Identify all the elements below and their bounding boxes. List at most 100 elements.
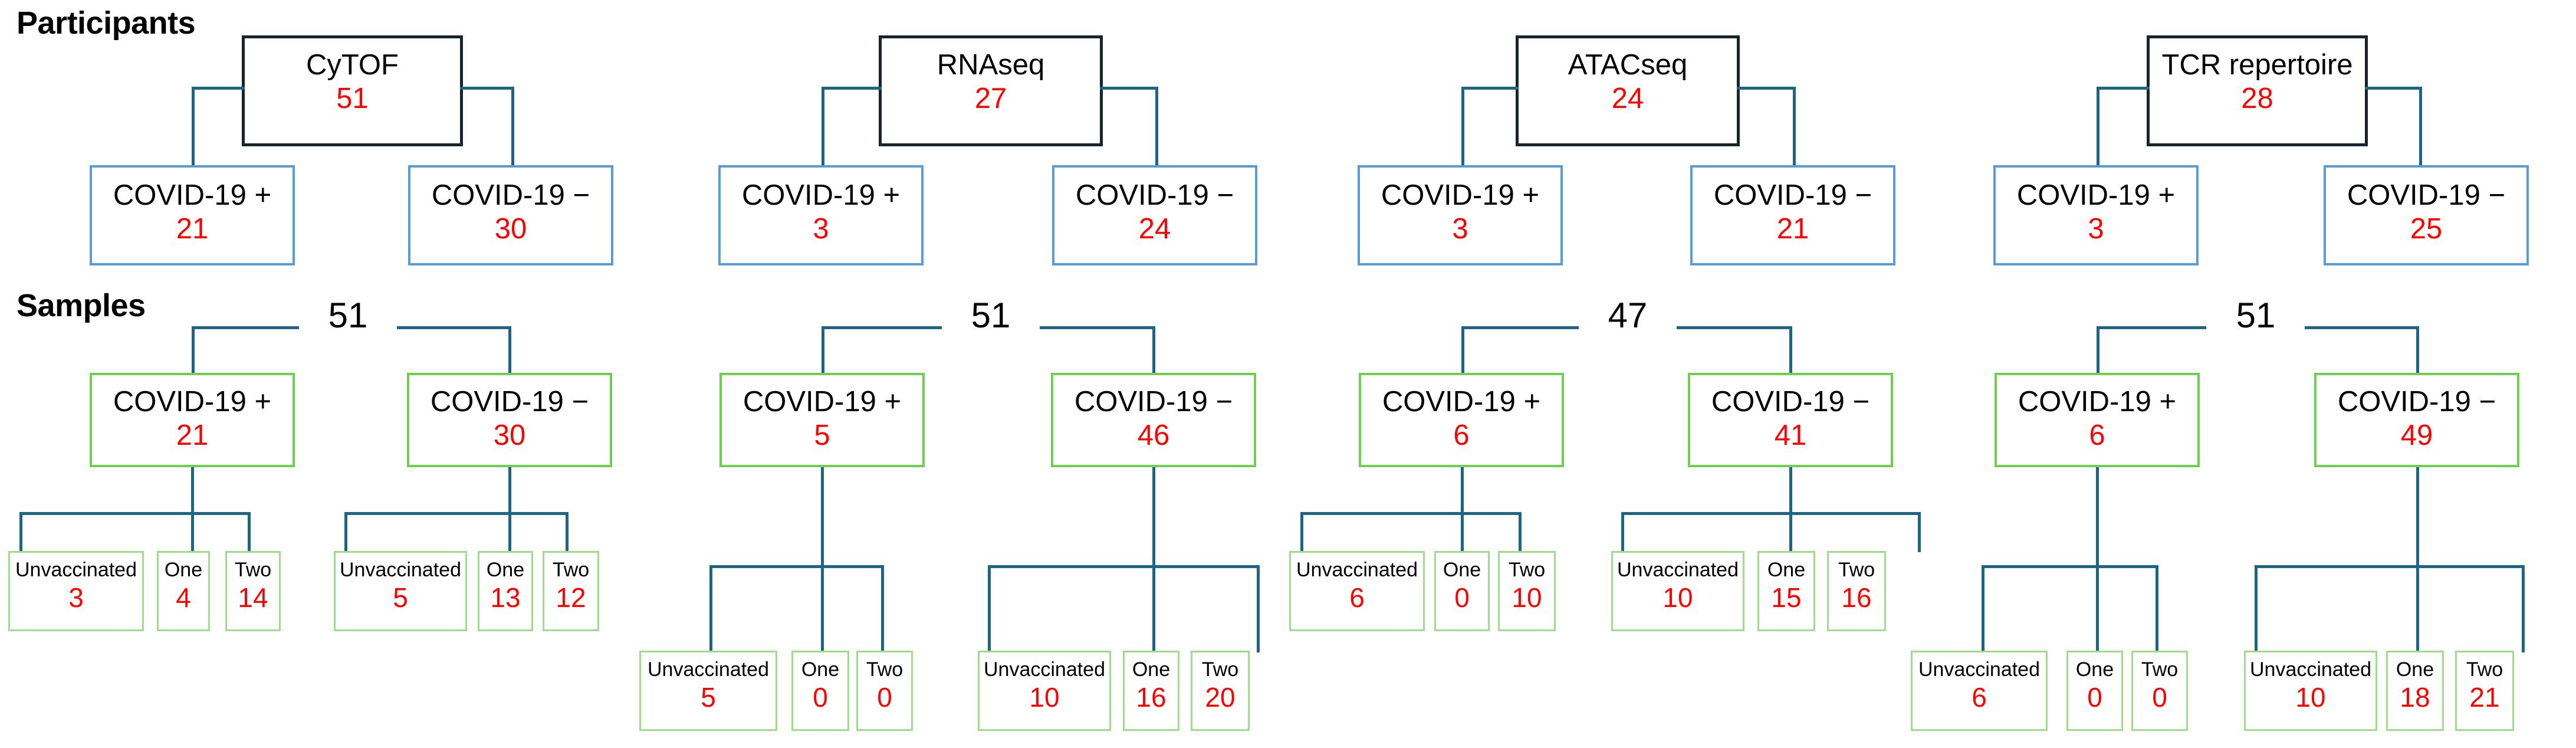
participant-box-covid-positive[interactable]: COVID-19 + 3 (1358, 165, 1563, 265)
connector-v (192, 326, 195, 375)
assay-name: RNAseq (937, 49, 1045, 81)
assay-box-cytof[interactable]: CyTOF 51 (242, 35, 463, 146)
vaccination-box-unvaccinated[interactable]: Unvaccinated 5 (334, 551, 467, 631)
vaccination-box-unvaccinated[interactable]: Unvaccinated 10 (2244, 651, 2377, 731)
vaccination-count: 5 (393, 582, 408, 613)
assay-box-rnaseq[interactable]: RNAseq 27 (879, 35, 1103, 146)
vaccination-box-one[interactable]: One 4 (157, 551, 210, 631)
vaccination-box-one[interactable]: One 0 (2066, 651, 2123, 731)
connector-v (1155, 87, 1158, 165)
vaccination-box-unvaccinated[interactable]: Unvaccinated 6 (1289, 551, 1425, 631)
vaccination-count: 0 (1454, 582, 1470, 613)
connector-v (1257, 565, 1260, 652)
connector-v (2097, 326, 2099, 375)
status-label: COVID-19 + (2016, 179, 2176, 211)
assay-count: 24 (1611, 83, 1644, 115)
vaccination-box-unvaccinated[interactable]: Unvaccinated 10 (1611, 551, 1744, 631)
sample-box-covid-negative[interactable]: COVID-19 − 30 (407, 373, 612, 467)
vaccination-label: One (1767, 559, 1806, 581)
connector-v (191, 467, 194, 514)
vaccination-label: Two (234, 559, 272, 581)
connector-v (822, 326, 824, 375)
connector-h (2305, 326, 2419, 329)
vaccination-box-two[interactable]: Two 10 (1498, 551, 1556, 631)
sample-box-covid-positive[interactable]: COVID-19 + 21 (90, 373, 295, 467)
connector-v (508, 467, 511, 514)
vaccination-box-one[interactable]: One 15 (1757, 551, 1815, 631)
vaccination-count: 4 (176, 582, 191, 613)
vaccination-box-two[interactable]: Two 16 (1827, 551, 1886, 631)
connector-v (2096, 467, 2099, 567)
connector-h (19, 512, 251, 515)
vaccination-label: Two (2141, 658, 2179, 681)
vaccination-count: 21 (2469, 681, 2500, 713)
assay-box-tcr-repertoire[interactable]: TCR repertoire 28 (2147, 35, 2368, 146)
vaccination-box-two[interactable]: Two 14 (225, 551, 281, 631)
connector-v (1789, 467, 1792, 514)
connector-v (1789, 512, 1792, 552)
assay-name: CyTOF (306, 49, 399, 81)
participant-box-covid-negative[interactable]: COVID-19 − 21 (1690, 165, 1895, 265)
vaccination-count: 0 (2087, 681, 2102, 713)
connector-v (1461, 467, 1464, 514)
sample-box-covid-positive[interactable]: COVID-19 + 5 (719, 373, 925, 467)
assay-box-atacseq[interactable]: ATACseq 24 (1516, 35, 1740, 146)
vaccination-box-one[interactable]: One 13 (478, 551, 533, 631)
participant-box-covid-negative[interactable]: COVID-19 − 24 (1052, 165, 1257, 265)
connector-h (1100, 87, 1158, 90)
sample-count: 21 (176, 419, 209, 452)
sample-box-covid-negative[interactable]: COVID-19 − 46 (1051, 373, 1256, 467)
connector-v (2255, 565, 2258, 652)
vaccination-box-two[interactable]: Two 0 (2131, 651, 2188, 731)
connector-h (2097, 326, 2206, 329)
sample-box-covid-negative[interactable]: COVID-19 − 49 (2314, 373, 2519, 467)
vaccination-box-two[interactable]: Two 12 (543, 551, 599, 631)
connector-v (1152, 565, 1155, 652)
vaccination-count: 16 (1841, 582, 1872, 613)
participant-box-covid-negative[interactable]: COVID-19 − 25 (2324, 165, 2529, 265)
connector-v (1519, 512, 1522, 552)
assay-name: ATACseq (1568, 49, 1688, 81)
vaccination-label: Unvaccinated (1918, 658, 2040, 681)
vaccination-box-two[interactable]: Two 0 (856, 651, 913, 731)
connector-h (1040, 326, 1155, 329)
status-label: COVID-19 + (2018, 386, 2177, 418)
vaccination-label: One (2396, 658, 2434, 681)
vaccination-label: One (1132, 658, 1171, 681)
connector-v (344, 512, 347, 552)
status-label: COVID-19 + (741, 179, 901, 211)
participant-box-covid-positive[interactable]: COVID-19 + 3 (718, 165, 924, 265)
vaccination-box-unvaccinated[interactable]: Unvaccinated 3 (8, 551, 144, 631)
vaccination-box-unvaccinated[interactable]: Unvaccinated 6 (1911, 651, 2048, 731)
sample-count: 41 (1774, 419, 1807, 452)
vaccination-box-two[interactable]: Two 20 (1191, 651, 1250, 731)
connector-h (988, 565, 1259, 568)
connector-h (822, 87, 882, 90)
vaccination-box-one[interactable]: One 16 (1123, 651, 1179, 731)
participant-count: 25 (2410, 213, 2443, 245)
status-label: COVID-19 − (2337, 386, 2496, 418)
vaccination-box-one[interactable]: One 18 (2386, 651, 2444, 731)
vaccination-box-two[interactable]: Two 21 (2455, 651, 2514, 731)
connector-h (1982, 565, 2158, 568)
sample-box-covid-positive[interactable]: COVID-19 + 6 (1995, 373, 2200, 467)
vaccination-box-unvaccinated[interactable]: Unvaccinated 5 (639, 651, 777, 731)
participant-count: 30 (494, 213, 527, 245)
connector-h (192, 326, 299, 329)
vaccination-label: Unvaccinated (339, 559, 461, 581)
connector-h (2365, 87, 2422, 90)
vaccination-label: Unvaccinated (983, 658, 1105, 681)
participant-box-covid-positive[interactable]: COVID-19 + 3 (1993, 165, 2199, 265)
vaccination-box-unvaccinated[interactable]: Unvaccinated 10 (978, 651, 1111, 731)
section-title-participants: Participants (17, 5, 196, 41)
vaccination-count: 16 (1136, 681, 1167, 713)
participant-box-covid-positive[interactable]: COVID-19 + 21 (90, 165, 295, 265)
vaccination-box-one[interactable]: One 0 (1434, 551, 1490, 631)
vaccination-box-one[interactable]: One 0 (791, 651, 849, 731)
vaccination-label: Unvaccinated (647, 658, 769, 681)
vaccination-label: One (801, 658, 840, 681)
sample-box-covid-positive[interactable]: COVID-19 + 6 (1359, 373, 1564, 467)
sample-box-covid-negative[interactable]: COVID-19 − 41 (1688, 373, 1893, 467)
participant-box-covid-negative[interactable]: COVID-19 − 30 (408, 165, 613, 265)
connector-h (192, 87, 245, 90)
